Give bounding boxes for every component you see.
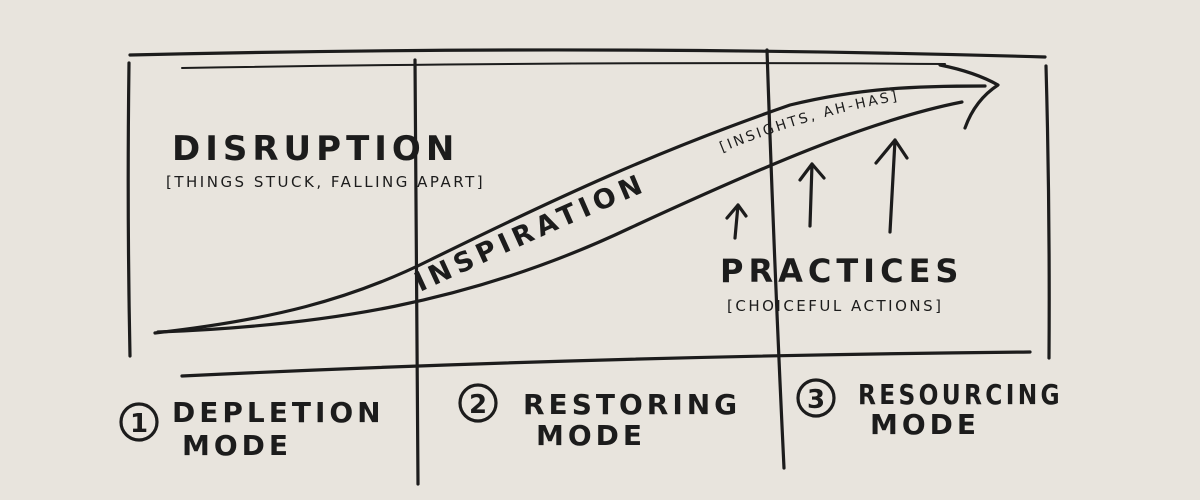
mode-3-line2: MODE: [870, 408, 980, 441]
practice-arrow-small-icon: [725, 203, 748, 240]
mode-1-number: 1: [130, 409, 148, 439]
mode-3-number: 3: [807, 385, 825, 415]
inspiration-curve-upper: [153, 84, 987, 335]
frame-right-line: [1044, 64, 1051, 360]
mode-1-line2: MODE: [182, 429, 292, 462]
mode-2-line1: RESTORING: [523, 388, 741, 421]
arrowhead: [938, 63, 1000, 130]
mode-3-line1: RESOURCING: [858, 378, 1063, 411]
practices-note: [CHOICEFUL ACTIONS]: [727, 297, 943, 315]
disruption-title: DISRUPTION: [172, 129, 459, 169]
mode-1-line1: DEPLETION: [172, 396, 385, 429]
practice-arrow-large-icon: [874, 138, 909, 234]
frame-top-line: [128, 48, 1047, 59]
frame-bottom-line: [180, 350, 1032, 378]
frame-top-inner-line: [181, 62, 946, 69]
mode-3-number-circle: [796, 378, 836, 418]
divider-restoring-resourcing: [765, 48, 786, 470]
mode-2-number-circle: [458, 383, 498, 423]
mode-2-number: 2: [469, 390, 487, 420]
practice-arrow-medium-icon: [798, 162, 826, 228]
practices-title: PRACTICES: [720, 252, 963, 290]
inspiration-curve-lower: [156, 100, 964, 334]
frame-left-line: [126, 61, 132, 358]
mode-2-line2: MODE: [536, 419, 646, 452]
divider-depletion-restoring: [413, 58, 420, 486]
disruption-note: [THINGS STUCK, FALLING APART]: [166, 173, 485, 191]
mode-1-number-circle: [119, 402, 159, 442]
